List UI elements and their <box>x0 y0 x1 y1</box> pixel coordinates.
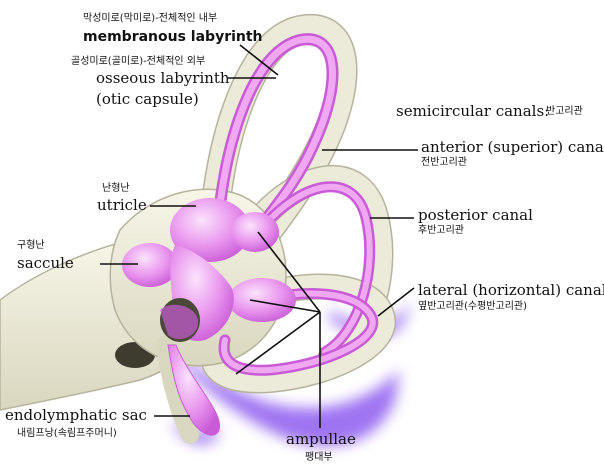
endolymphatic-duct-bone <box>156 336 199 444</box>
saccule-korean-label: 구형난 <box>17 240 45 251</box>
endolymphatic-sac-shape <box>167 344 220 436</box>
semicircular-canals-korean-label: 반고리관 <box>546 106 583 117</box>
endolymphatic-sac-korean-label: 내림프낭(속림프주머니) <box>17 428 117 439</box>
ampulla-lateral-shape <box>228 278 296 322</box>
membranous-korean-label: 막성미로(막미로)-전체적인 내부 <box>83 13 218 24</box>
ampulla-anterior-shape <box>231 212 279 252</box>
membranous-label: membranous labyrinth <box>83 29 263 45</box>
saccule-shape <box>122 243 178 287</box>
utricle-label: utricle <box>97 196 147 214</box>
cochlear-stub <box>160 304 199 340</box>
osseous-korean-label: 골성미로(골미로)-전체적인 외부 <box>71 56 206 67</box>
anterior-canal-label: anterior (superior) canal <box>421 138 604 156</box>
osseous-label: osseous labyrinth <box>96 69 230 87</box>
leader-ampulla-1 <box>257 231 321 313</box>
membranous-labyrinth-shape <box>214 33 379 376</box>
utricle-shape <box>170 198 250 262</box>
semicircular-canals-label: semicircular canals: <box>396 102 550 120</box>
otic-capsule-label: (otic capsule) <box>96 90 199 108</box>
utricle-korean-label: 난형난 <box>102 183 130 194</box>
leader-membranous <box>239 44 279 76</box>
ampullae-label: ampullae <box>286 430 356 448</box>
saccule-label: saccule <box>17 254 74 272</box>
anterior-canal-korean-label: 전반고리관 <box>421 157 467 168</box>
leader-ampulla-3 <box>235 311 321 375</box>
ampullae-korean-label: 팽대부 <box>305 452 333 463</box>
leader-lateral <box>377 287 415 317</box>
leader-lines <box>100 44 418 428</box>
endolymphatic-sac-label: endolymphatic sac <box>5 406 147 424</box>
leader-ampulla-2 <box>249 299 321 313</box>
posterior-canal-korean-label: 후반고리관 <box>418 225 464 236</box>
lateral-canal-korean-label: 옆반고리관(수평반고리관) <box>418 301 528 312</box>
lateral-canal-label: lateral (horizontal) canal <box>418 281 604 299</box>
posterior-canal-label: posterior canal <box>418 206 533 224</box>
